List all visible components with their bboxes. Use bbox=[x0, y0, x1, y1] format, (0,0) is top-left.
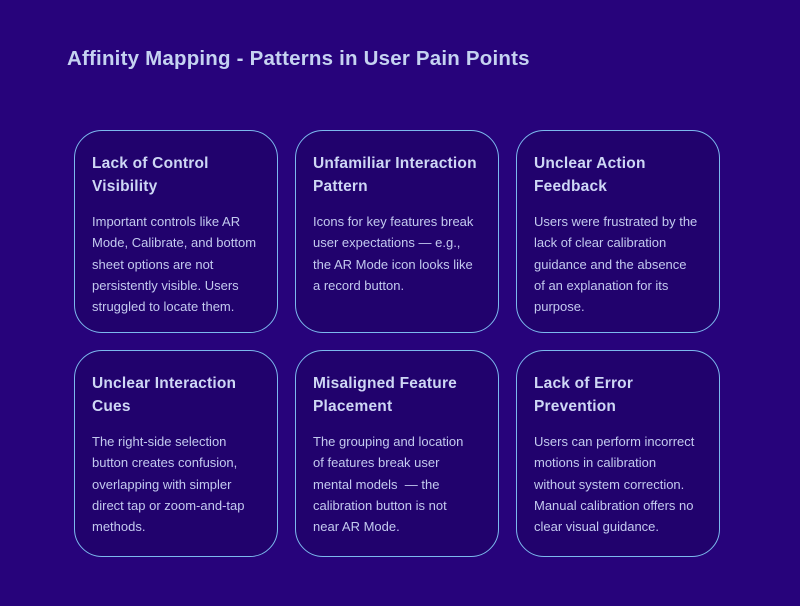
card-title: Unclear Interaction Cues bbox=[92, 375, 237, 415]
card-lack-of-error-prevention: Lack of Error Prevention Users can perfo… bbox=[516, 350, 720, 557]
card-title: Unfamiliar Interaction Pattern bbox=[313, 155, 477, 195]
pain-point-card-grid: Lack of Control Visibility Important con… bbox=[74, 130, 720, 557]
card-lack-of-control-visibility: Lack of Control Visibility Important con… bbox=[74, 130, 278, 333]
card-body: The right-side selection button creates … bbox=[92, 434, 245, 535]
card-unclear-interaction-cues: Unclear Interaction Cues The right-side … bbox=[74, 350, 278, 557]
card-body: Icons for key features break user expect… bbox=[313, 214, 474, 293]
card-unclear-action-feedback: Unclear Action Feedback Users were frust… bbox=[516, 130, 720, 333]
card-title: Unclear Action Feedback bbox=[534, 155, 646, 195]
card-body: The grouping and location of features br… bbox=[313, 434, 464, 535]
card-title: Lack of Control Visibility bbox=[92, 155, 209, 195]
card-misaligned-feature-placement: Misaligned Feature Placement The groupin… bbox=[295, 350, 499, 557]
card-title: Misaligned Feature Placement bbox=[313, 375, 457, 415]
card-body: Users were frustrated by the lack of cle… bbox=[534, 214, 698, 315]
card-title: Lack of Error Prevention bbox=[534, 375, 634, 415]
card-body: Important controls like AR Mode, Calibra… bbox=[92, 214, 257, 315]
card-unfamiliar-interaction-pattern: Unfamiliar Interaction Pattern Icons for… bbox=[295, 130, 499, 333]
page-title: Affinity Mapping - Patterns in User Pain… bbox=[67, 47, 530, 70]
card-body: Users can perform incorrect motions in c… bbox=[534, 434, 695, 535]
